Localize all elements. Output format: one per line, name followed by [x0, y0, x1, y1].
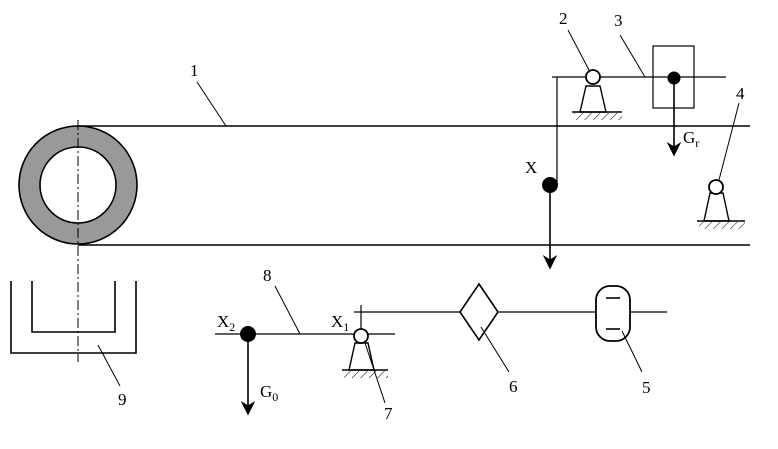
label-9: 9: [118, 390, 127, 409]
label-3: 3: [614, 11, 623, 30]
label-x: X: [525, 158, 537, 177]
label-g0: G0: [260, 382, 278, 404]
label-1: 1: [190, 61, 199, 80]
label-x2: X2: [217, 312, 235, 334]
label-x1: X1: [331, 312, 349, 334]
container-tank: [10, 281, 137, 354]
right-support: [697, 179, 745, 229]
drum-roll: [18, 120, 138, 362]
converter-capsule: [595, 285, 631, 342]
leader-lines: [97, 29, 740, 404]
label-4: 4: [736, 84, 745, 103]
point-x2: [240, 326, 256, 416]
upper-pivot-support: [572, 69, 622, 120]
label-8: 8: [263, 266, 272, 285]
upper-lever: [552, 76, 726, 185]
belt: [78, 125, 750, 246]
sensor-diamond: [459, 282, 499, 342]
weight-box: [652, 45, 695, 157]
point-x: [542, 177, 558, 270]
label-7: 7: [384, 404, 393, 423]
label-gr: Gr: [683, 128, 699, 150]
lower-pivot-support: [342, 328, 388, 378]
label-2: 2: [559, 9, 568, 28]
label-5: 5: [642, 378, 651, 397]
label-6: 6: [509, 377, 518, 396]
